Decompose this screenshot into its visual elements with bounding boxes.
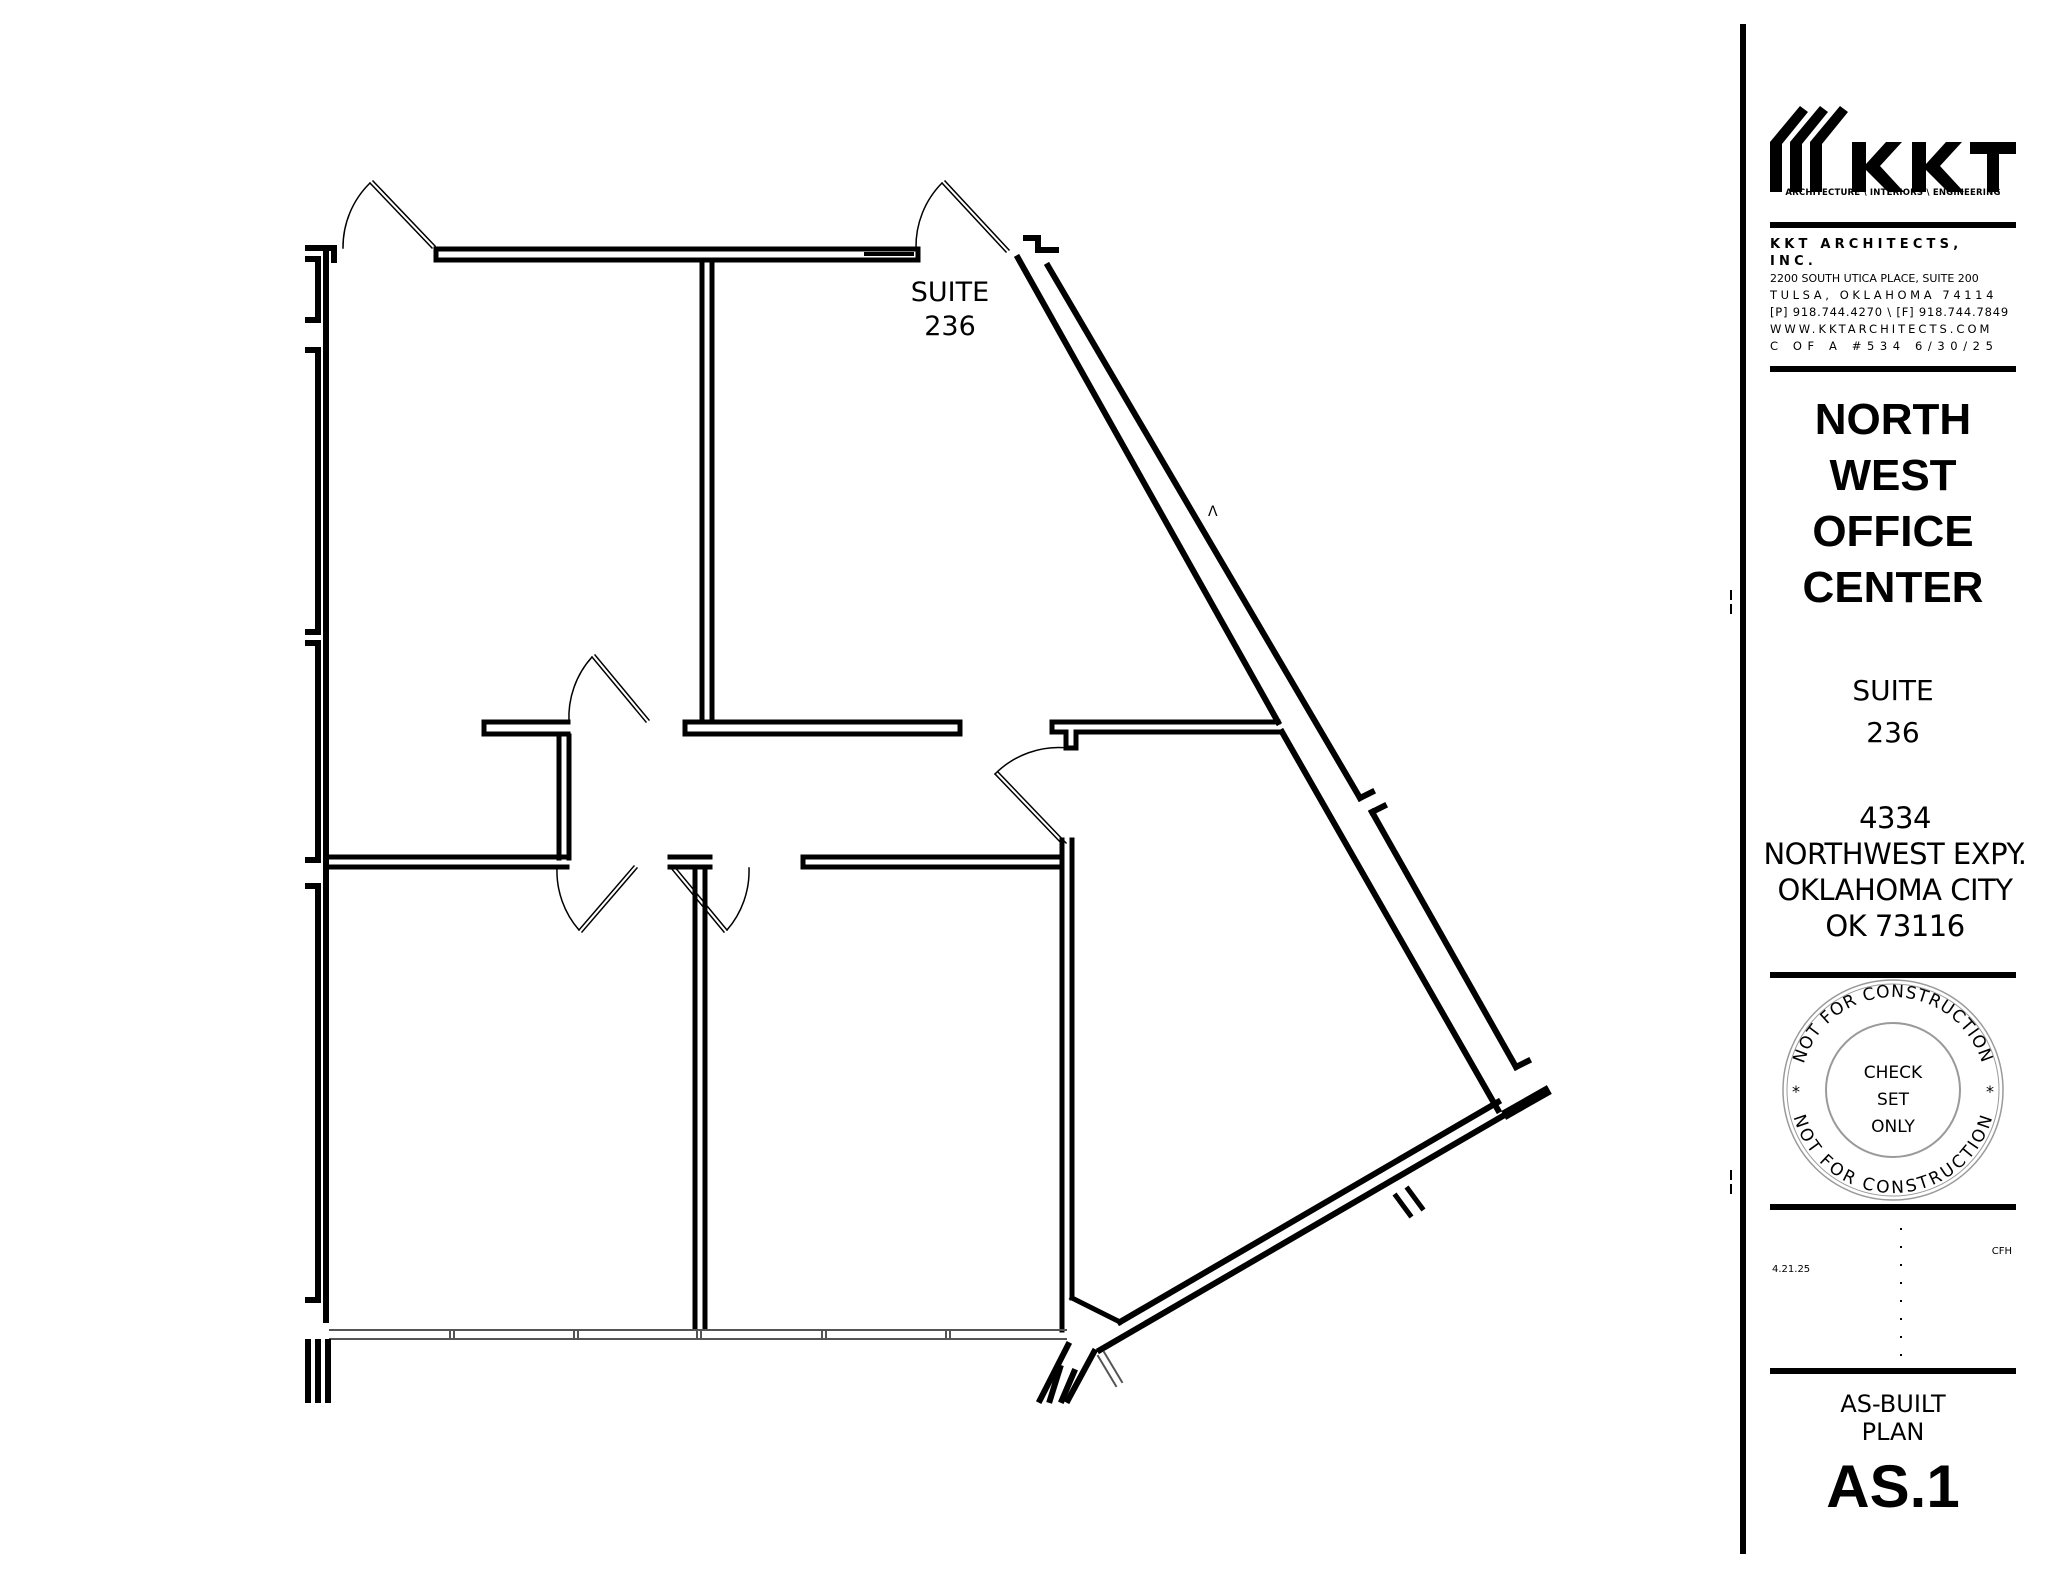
break-marks <box>305 1339 1124 1405</box>
dot-leader <box>1900 1228 1902 1230</box>
project-line2: WEST <box>1829 451 1957 500</box>
suite-line2: 236 <box>1866 716 1920 749</box>
divider <box>1770 366 2016 372</box>
dot-leader <box>1900 1264 1902 1266</box>
address-line1: 4334 <box>1859 801 1931 835</box>
fold-mark <box>1730 1170 1732 1180</box>
fold-mark <box>1730 1184 1732 1194</box>
project-line4: CENTER <box>1802 563 1984 612</box>
dot-leader <box>1900 1354 1902 1356</box>
firm-city: TULSA, OKLAHOMA 74114 <box>1770 288 1997 302</box>
project-name: NORTH WEST OFFICE CENTER <box>1770 392 2016 616</box>
stamp-center-line3: ONLY <box>1871 1117 1915 1137</box>
sheet-title-line1: AS-BUILT <box>1840 1390 1946 1418</box>
dot-leader <box>1900 1300 1902 1302</box>
room-label-suite: SUITE 236 <box>880 276 1020 344</box>
issue-date: 4.21.25 <box>1772 1264 1811 1275</box>
firm-phones: [P] 918.744.4270 \ [F] 918.744.7849 <box>1770 305 2009 319</box>
firm-name: KKT ARCHITECTS, INC. <box>1770 237 1963 269</box>
suite-label: SUITE 236 <box>1770 670 2016 754</box>
door-swings <box>342 179 1069 934</box>
wall-north <box>433 246 921 263</box>
north-arrow-icon: Λ <box>1208 504 1218 520</box>
window-wall-south <box>329 1329 1067 1340</box>
revision-block: 4.21.25 CFH <box>1770 1212 2016 1372</box>
project-line1: NORTH <box>1814 395 1972 444</box>
title-block-border <box>1740 24 1746 1554</box>
exterior-wall-south-diagonal <box>1095 1085 1552 1355</box>
address-line3: OKLAHOMA CITY <box>1777 873 2013 907</box>
stamp-center-line1: CHECK <box>1863 1063 1923 1083</box>
wall-east-office <box>1059 837 1124 1333</box>
address-line2: NORTHWEST EXPY. <box>1763 837 2027 871</box>
svg-text:*: * <box>1792 1082 1800 1101</box>
wall-t-west <box>481 719 572 861</box>
dot-leader <box>1900 1318 1902 1320</box>
stamp-center-line2: SET <box>1877 1090 1909 1110</box>
room-label-line1: SUITE <box>910 277 990 308</box>
divider <box>1770 1204 2016 1210</box>
wall-stub-east <box>1049 719 1283 751</box>
stamp-center: CHECK SET ONLY <box>1770 1060 2016 1141</box>
suite-line1: SUITE <box>1852 674 1934 707</box>
sheet-title: AS-BUILT PLAN <box>1770 1390 2016 1446</box>
title-block: ARCHITECTURE \ INTERIORS \ ENGINEERING K… <box>1730 0 2048 1583</box>
room-label-line2: 236 <box>924 311 976 342</box>
project-address: 4334 NORTHWEST EXPY. OKLAHOMA CITY OK 73… <box>1750 800 2040 944</box>
kkt-logo-icon <box>1770 106 2016 192</box>
wall-partition-north <box>682 259 963 737</box>
dot-leader <box>1900 1282 1902 1284</box>
sheet-number: AS.1 <box>1826 1453 1960 1520</box>
firm-website[interactable]: WWW.KKTARCHITECTS.COM <box>1770 322 1993 336</box>
logo-tagline: ARCHITECTURE \ INTERIORS \ ENGINEERING <box>1785 188 2001 198</box>
project-line3: OFFICE <box>1812 507 1974 556</box>
address-line4: OK 73116 <box>1825 909 1965 943</box>
not-for-construction-stamp: NOT FOR CONSTRUCTION NOT FOR CONSTRUCTIO… <box>1782 979 2004 1201</box>
fold-mark <box>1730 604 1732 614</box>
firm-certificate: C OF A #534 6/30/25 <box>1770 339 1999 353</box>
dot-leader <box>1900 1246 1902 1248</box>
wall-partition-south <box>692 865 708 1331</box>
divider <box>1770 972 2016 978</box>
exterior-wall-east-diagonal <box>1013 235 1533 1115</box>
sheet-title-line2: PLAN <box>1861 1418 1925 1446</box>
exterior-wall-west <box>305 245 337 1323</box>
floor-plan <box>305 179 1552 1405</box>
drawn-by-initials: CFH <box>1991 1246 2012 1257</box>
wall-corridor-south <box>327 854 1063 870</box>
svg-text:*: * <box>1986 1082 1994 1101</box>
firm-info: KKT ARCHITECTS, INC. 2200 SOUTH UTICA PL… <box>1770 236 2016 355</box>
divider <box>1770 222 2016 228</box>
dot-leader <box>1900 1336 1902 1338</box>
firm-street: 2200 SOUTH UTICA PLACE, SUITE 200 <box>1770 272 1979 285</box>
divider <box>1770 1368 2016 1374</box>
fold-mark <box>1730 590 1732 600</box>
